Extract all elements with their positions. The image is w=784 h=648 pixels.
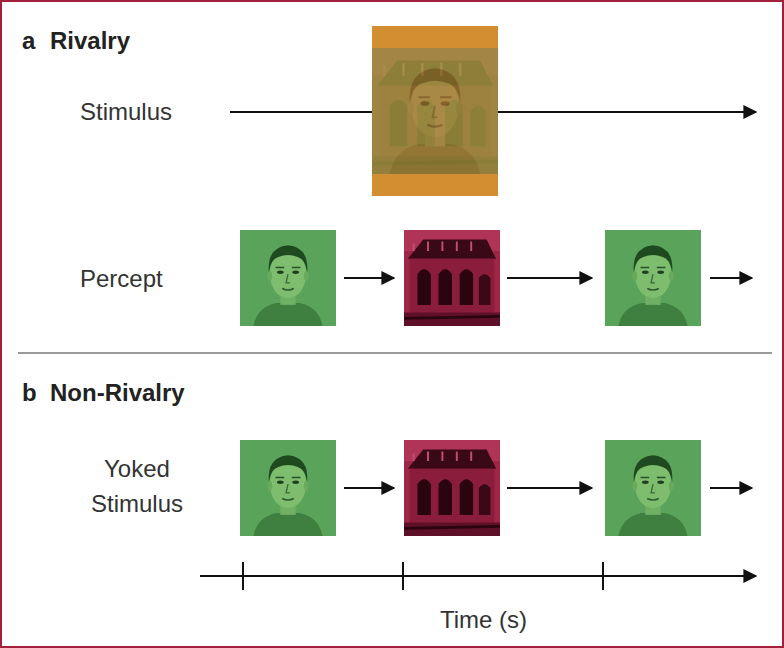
row-label: Stimulus (80, 95, 172, 130)
row-label: Yoked Stimulus (62, 452, 212, 522)
percept-sequence (240, 230, 752, 326)
panel-letter: a (22, 24, 35, 59)
axis-label: Time (s) (440, 603, 527, 638)
yoked-sequence (240, 440, 752, 536)
panel-letter: b (22, 376, 37, 411)
time-axis (200, 562, 756, 590)
panel-divider (18, 352, 772, 354)
panel-title: Rivalry (50, 24, 130, 59)
rivalry-stimulus-image (372, 26, 498, 196)
row-label: Percept (80, 262, 163, 297)
panel-title: Non-Rivalry (50, 376, 185, 411)
